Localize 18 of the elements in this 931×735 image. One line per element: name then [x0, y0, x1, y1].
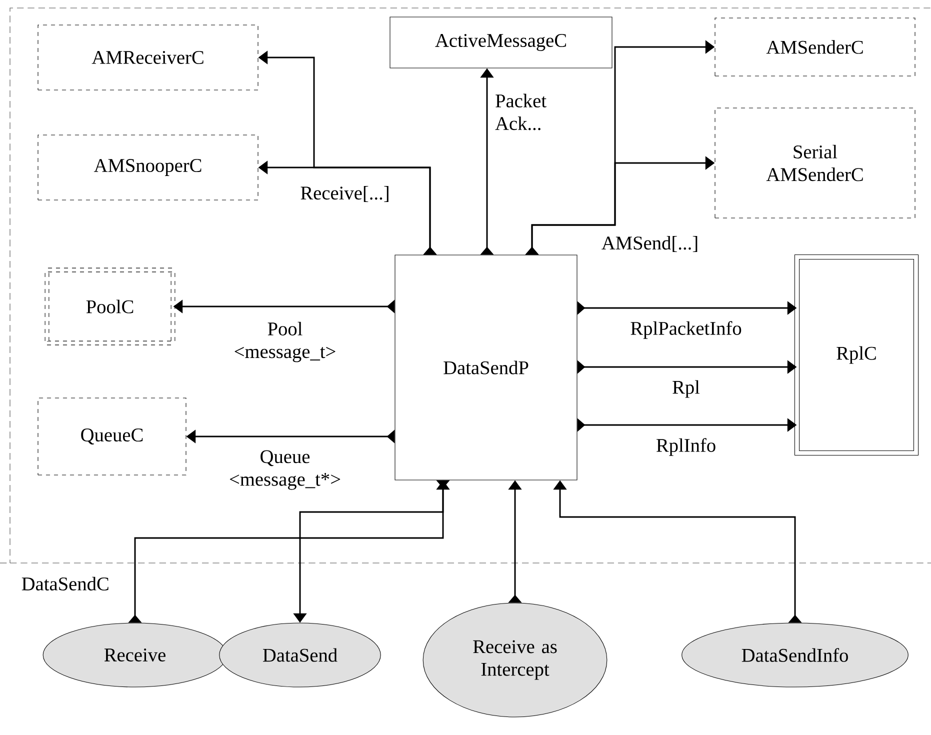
component-box: QueueC: [38, 398, 186, 476]
component-box: AMSenderC: [714, 18, 916, 76]
component-box: AMReceiverC: [38, 24, 258, 90]
component-box: PoolC: [44, 268, 176, 346]
edge-label: Queue <message_t*>: [230, 450, 340, 490]
edge-label: AMSend[...]: [602, 236, 698, 252]
edge-label: Packet Ack...: [495, 94, 546, 130]
component-box: Serial AMSenderC: [714, 108, 916, 218]
component-box: RplC: [794, 254, 919, 456]
edge-label: RplInfo: [656, 438, 716, 456]
component-box: ActiveMessageC: [390, 16, 612, 68]
component-box: AMSnooperC: [38, 134, 258, 200]
edge-label: RplPacketInfo: [630, 321, 742, 339]
edge-label: Rpl: [672, 380, 700, 398]
edge-label: Receive[...]: [300, 186, 388, 202]
module-box: DataSendP: [394, 254, 578, 480]
node-label: DataSendC: [22, 576, 108, 590]
edge-label: Pool <message_t>: [234, 322, 336, 362]
